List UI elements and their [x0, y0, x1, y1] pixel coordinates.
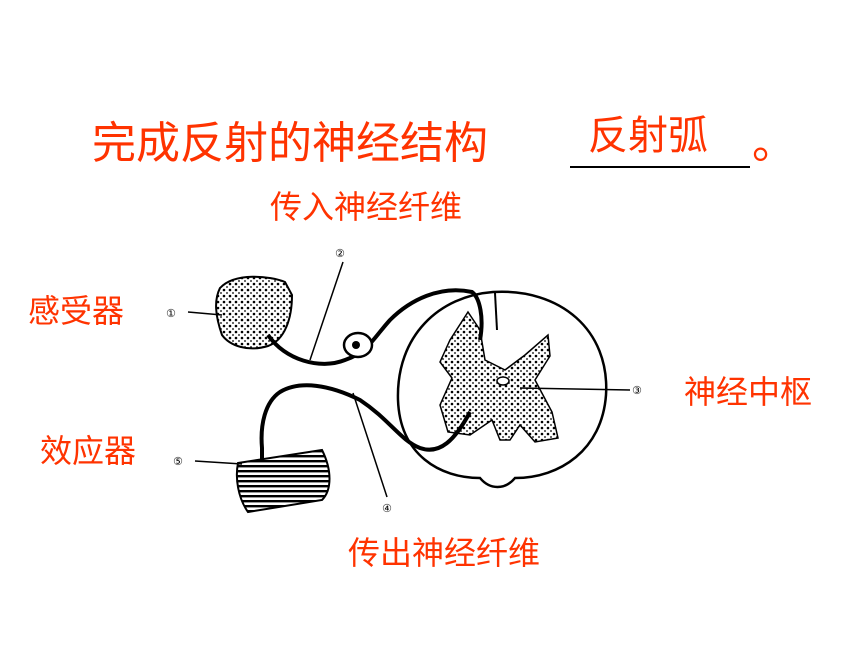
question-text: 完成反射的神经结构 [92, 118, 488, 169]
marker-4: ④ [382, 502, 392, 515]
grey-matter [439, 310, 559, 443]
answer-blank-line [570, 166, 750, 168]
marker-2: ② [335, 247, 345, 260]
effector-shape [235, 448, 331, 514]
efferent-nerve [259, 383, 472, 462]
label-afferent-nerve: 传入神经纤维 [270, 188, 463, 226]
central-canal [496, 376, 510, 386]
marker-5: ⑤ [173, 455, 183, 468]
label-effector: 效应器 [40, 432, 137, 470]
label-efferent-nerve: 传出神经纤维 [348, 534, 541, 572]
receptor-shape [215, 275, 294, 350]
label-nerve-center: 神经中枢 [684, 373, 813, 411]
answer-text: 反射弧 [588, 113, 708, 159]
period: 。 [752, 118, 796, 169]
marker-1: ① [166, 307, 176, 320]
spinal-cord-fissure [494, 292, 498, 331]
marker-3: ③ [632, 384, 642, 397]
label-receptor: 感受器 [28, 292, 125, 330]
afferent-nerve [266, 288, 484, 366]
